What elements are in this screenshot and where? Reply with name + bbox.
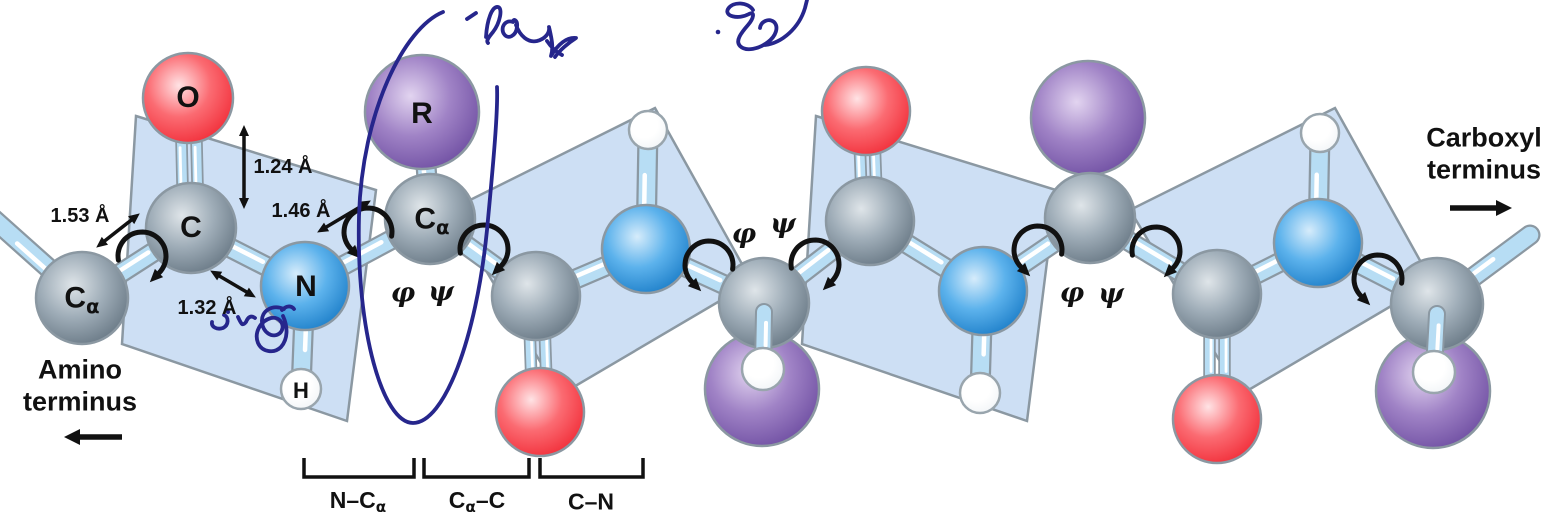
handwritten-annotation xyxy=(725,0,809,52)
carboxyl-terminus-arrow xyxy=(1450,200,1512,216)
atom-hydrogen xyxy=(279,367,323,411)
rotation-arrow xyxy=(115,229,169,283)
handwritten-annotation xyxy=(210,313,230,331)
rotation-arrow xyxy=(788,237,842,291)
atom-hydrogen-front xyxy=(1411,349,1457,395)
handwritten-annotation xyxy=(500,18,578,59)
atom-oxygen xyxy=(820,65,912,157)
atom-carbonyl-carbon xyxy=(1171,248,1263,340)
atom-hydrogen xyxy=(1299,112,1341,154)
bond-bracket xyxy=(422,458,531,479)
amino-terminus-arrow xyxy=(64,429,122,445)
atom-r-group xyxy=(363,53,481,171)
atom-alpha-carbon xyxy=(1043,171,1137,265)
handwritten-annotation xyxy=(356,10,500,425)
rotation-arrow xyxy=(682,238,736,292)
rotation-arrow xyxy=(1129,224,1183,278)
atom-nitrogen xyxy=(1272,197,1364,289)
measures-layer xyxy=(96,125,371,298)
atom-carbonyl-carbon xyxy=(490,250,582,342)
terms-layer xyxy=(64,200,1512,445)
bond-length-arrow xyxy=(317,200,371,233)
brackets-layer xyxy=(302,458,645,479)
bond-length-arrow xyxy=(210,270,256,298)
bond-length-arrow xyxy=(239,125,249,209)
rotation-arrow xyxy=(1011,223,1065,277)
atom-oxygen xyxy=(1171,373,1263,465)
handwritten-annotation xyxy=(484,5,503,45)
handwritten-annotation xyxy=(465,11,478,21)
frontAtoms-layer xyxy=(740,346,1457,395)
handwritten-annotation xyxy=(236,314,257,327)
handwritten-annotation xyxy=(254,304,296,354)
atom-hydrogen-front xyxy=(740,346,786,392)
atom-hydrogen xyxy=(958,371,1002,415)
atom-oxygen xyxy=(494,366,586,458)
atom-carbonyl-carbon xyxy=(824,175,916,267)
atom-nitrogen xyxy=(600,203,692,295)
rotation-arrow xyxy=(457,222,511,276)
atom-alpha-carbon xyxy=(34,250,130,346)
atom-alpha-carbon xyxy=(383,172,477,266)
atom-carbonyl-carbon xyxy=(144,181,238,275)
bond-bracket xyxy=(302,458,416,479)
bond-length-arrow xyxy=(96,213,140,248)
handwritten-annotation-dot xyxy=(715,29,721,35)
bond-bracket xyxy=(538,458,645,479)
atom-oxygen xyxy=(141,51,235,145)
rotation-arrow xyxy=(1351,252,1405,306)
ink-layer xyxy=(210,0,809,425)
atom-r-group xyxy=(1029,59,1147,177)
atom-hydrogen xyxy=(627,109,669,151)
handwritten-annotation-dot xyxy=(226,310,230,314)
atom-nitrogen xyxy=(937,245,1029,337)
